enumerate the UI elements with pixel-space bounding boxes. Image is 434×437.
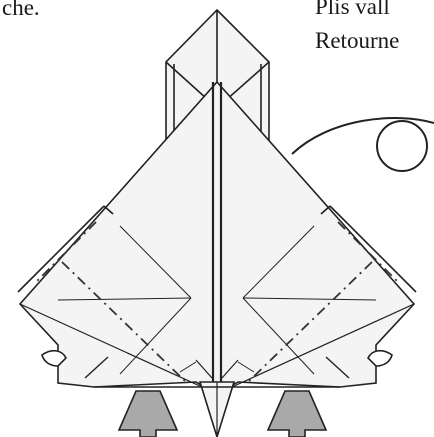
bottom-point [200,382,234,437]
turn-over-icon [292,118,434,171]
main-body [18,82,416,394]
